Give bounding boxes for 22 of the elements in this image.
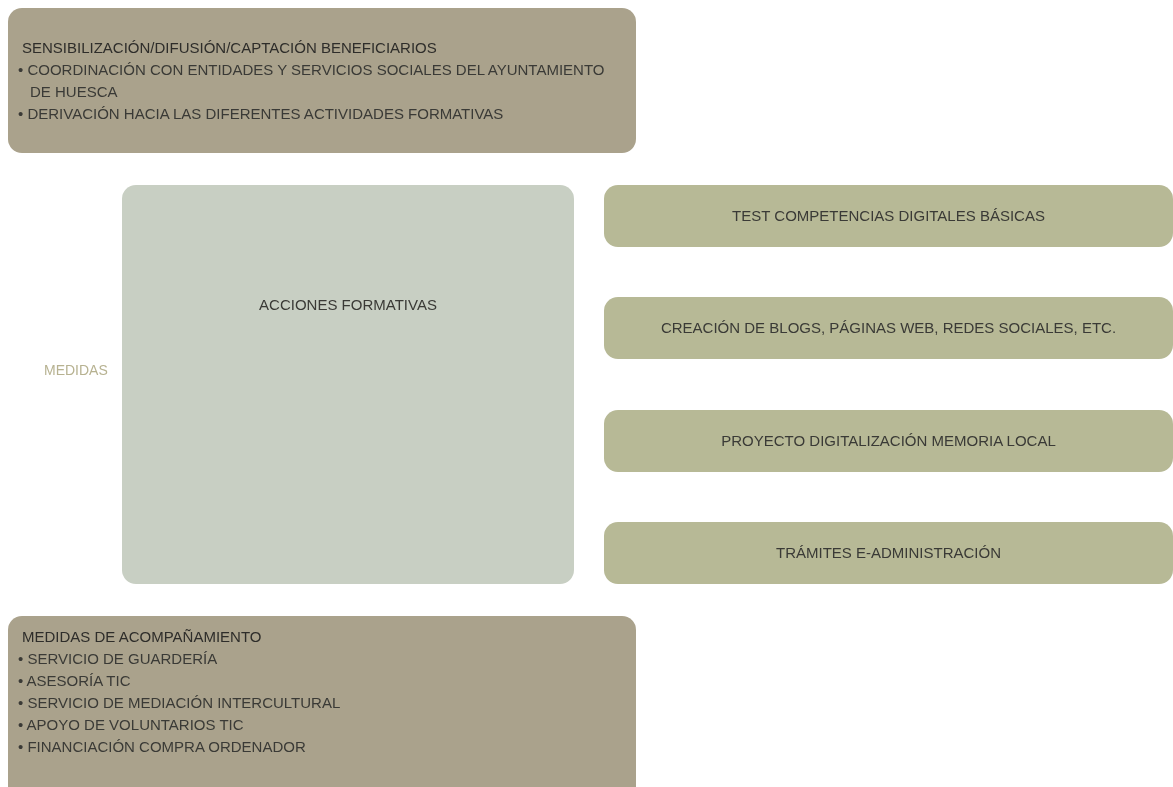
topic-box: [604, 522, 1173, 584]
topic-box: [604, 410, 1173, 472]
bullet-item: • SERVICIO DE MEDIACIÓN INTERCULTURAL: [18, 693, 341, 713]
bullet-item: • SERVICIO DE GUARDERÍA: [18, 649, 218, 669]
topic-box: [604, 185, 1173, 247]
list-box: [8, 616, 636, 787]
box-label: TRÁMITES E-ADMINISTRACIÓN: [776, 543, 1001, 563]
topic-box: [604, 297, 1173, 359]
section-box: [122, 185, 574, 584]
side-label: MEDIDAS: [44, 362, 108, 378]
box-heading: MEDIDAS DE ACOMPAÑAMIENTO: [22, 627, 262, 647]
bullet-item: • ASESORÍA TIC: [18, 671, 131, 691]
box-label: CREACIÓN DE BLOGS, PÁGINAS WEB, REDES SOCIALES, ETC.: [660, 318, 1117, 338]
bullet-item: • APOYO DE VOLUNTARIOS TIC: [18, 715, 244, 735]
box-label: ACCIONES FORMATIVAS: [259, 294, 437, 315]
bullet-item: • COORDINACIÓN CON ENTIDADES Y SERVICIOS SOCIALES DEL AYUNTAMIENTO DE HUESCA: [18, 59, 606, 102]
list-box: [8, 8, 636, 153]
bullet-item: • FINANCIACIÓN COMPRA ORDENADOR: [18, 737, 306, 757]
box-label: TEST COMPETENCIAS DIGITALES BÁSICAS: [732, 206, 1045, 226]
box-heading: SENSIBILIZACIÓN/DIFUSIÓN/CAPTACIÓN BENEFICIARIOS: [22, 37, 437, 58]
bullet-item: • DERIVACIÓN HACIA LAS DIFERENTES ACTIVIDADES FORMATIVAS: [18, 103, 504, 124]
box-label: PROYECTO DIGITALIZACIÓN MEMORIA LOCAL: [721, 431, 1056, 451]
